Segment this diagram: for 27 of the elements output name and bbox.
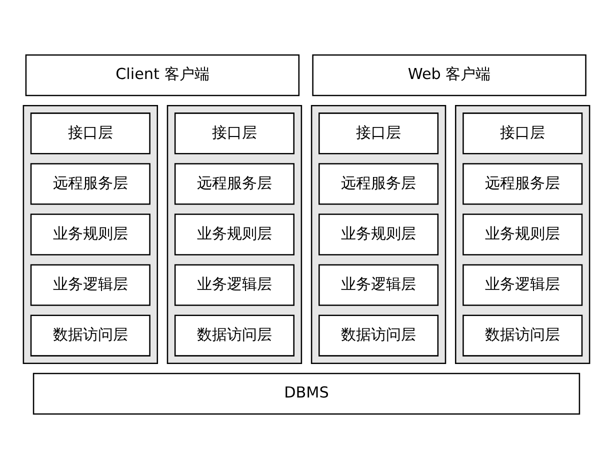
cluster [22,104,158,364]
node-box: 远程服务层 [462,162,583,204]
cluster [166,104,302,364]
node-box: 远程服务层 [30,162,150,204]
cluster [454,104,590,364]
node-box: 业务规则层 [174,213,294,255]
node-box: 业务逻辑层 [174,264,294,306]
node-box: 远程服务层 [318,162,439,204]
node-box: 数据访问层 [462,314,583,356]
node-box: 远程服务层 [174,162,294,204]
node-box: DBMS [32,372,580,414]
node-box: 业务规则层 [30,213,150,255]
cluster [310,104,446,364]
node-box: 业务规则层 [318,213,439,255]
node-box: 接口层 [318,112,439,154]
node-box: Web 客户端 [312,54,586,96]
node-box: 数据访问层 [30,314,150,356]
node-box: 业务逻辑层 [30,264,150,306]
node-box: 接口层 [30,112,150,154]
node-box: Client 客户端 [25,54,300,96]
node-box: 业务逻辑层 [462,264,583,306]
node-box: 业务逻辑层 [318,264,439,306]
node-box: 接口层 [174,112,294,154]
node-box: 数据访问层 [174,314,294,356]
node-box: 数据访问层 [318,314,439,356]
node-box: 接口层 [462,112,583,154]
node-box: 业务规则层 [462,213,583,255]
